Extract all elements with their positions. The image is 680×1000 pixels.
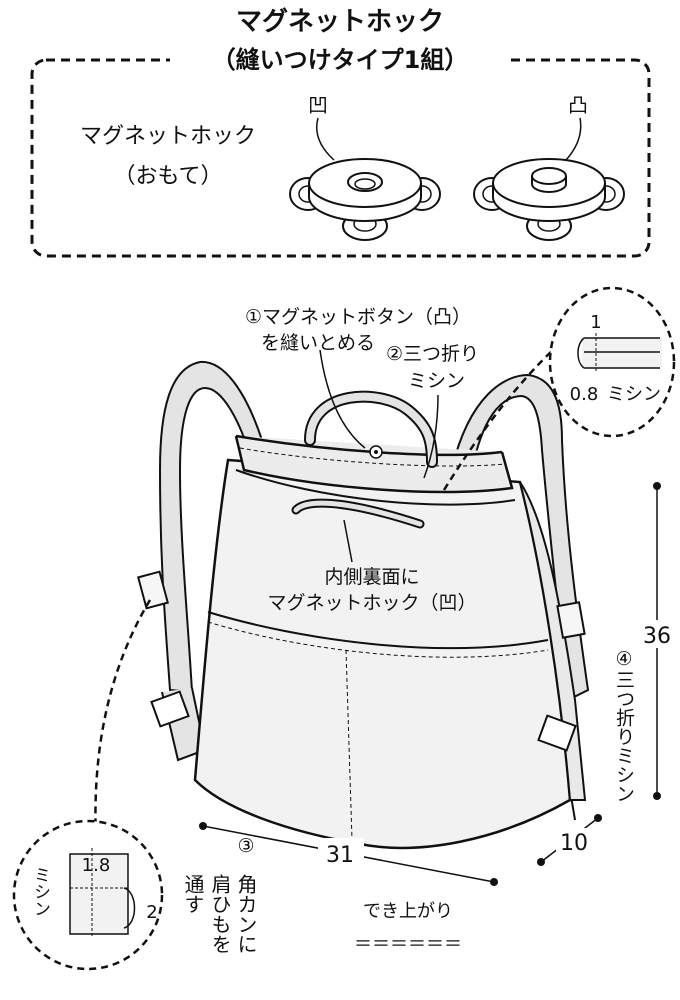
title: マグネットホック (236, 7, 444, 37)
step2-line2: ミシン (408, 370, 465, 392)
width-value: 31 (326, 843, 354, 868)
finished-line: ＝＝＝＝＝＝ (354, 934, 462, 955)
magnet-convex-icon: 凸 (473, 93, 625, 241)
strap-tab-left (137, 570, 169, 610)
width-dimension: 31 (199, 822, 498, 886)
detail-bottom-value1: 1.8 (82, 855, 111, 876)
subtitle-overlay: （縫いつけタイプ1組） (212, 46, 469, 74)
detail-bottom: 1.8 2 ミシン (12, 819, 164, 971)
depth-value: 10 (560, 831, 588, 856)
step1-line1: ①マグネットボタン（凸） (245, 306, 471, 328)
step2-line1: ②三つ折り (386, 343, 479, 365)
magnet-concave-icon: 凹 (289, 93, 441, 241)
finished-label: でき上がり (363, 901, 453, 922)
step3-col3: 通す (181, 874, 205, 914)
magnet-label-line2: （おもて） (113, 164, 222, 189)
concave-symbol: 凹 (308, 93, 328, 117)
height-dimension: 36 (637, 482, 677, 800)
step3-col2: 肩ひもを (208, 874, 232, 954)
convex-symbol: 凸 (568, 93, 588, 117)
inside-line2: マグネットホック（凹） (267, 592, 476, 614)
magnet-inset-border (30, 58, 651, 258)
square-ring-right-icon (537, 714, 577, 752)
step3-number: ③ (237, 835, 254, 857)
inside-line1: 内側裏面に (324, 566, 419, 588)
detail-bottom-label: ミシン (30, 866, 50, 917)
left-strap (158, 360, 270, 694)
height-value: 36 (643, 624, 671, 649)
step1-line2: を縫いとめる (261, 332, 375, 354)
detail-top: 1 0.8 ミシン (548, 286, 676, 438)
step3-col1: 角カンに (234, 874, 258, 954)
step4-label: ④三つ折りミシン (613, 648, 635, 803)
subtitle-mask (170, 50, 510, 74)
detail-top-label: ミシン (607, 384, 661, 405)
detail-bottom-value2: 2 (146, 902, 157, 923)
detail-top-value2: 0.8 (570, 384, 599, 405)
square-ring-left-icon (150, 690, 190, 728)
depth-dimension: 10 (537, 814, 602, 866)
right-strap (450, 373, 590, 702)
magnet-label-line1: マグネットホック (80, 124, 256, 149)
strap-tab-right (556, 601, 586, 639)
detail-top-value1: 1 (590, 312, 601, 333)
